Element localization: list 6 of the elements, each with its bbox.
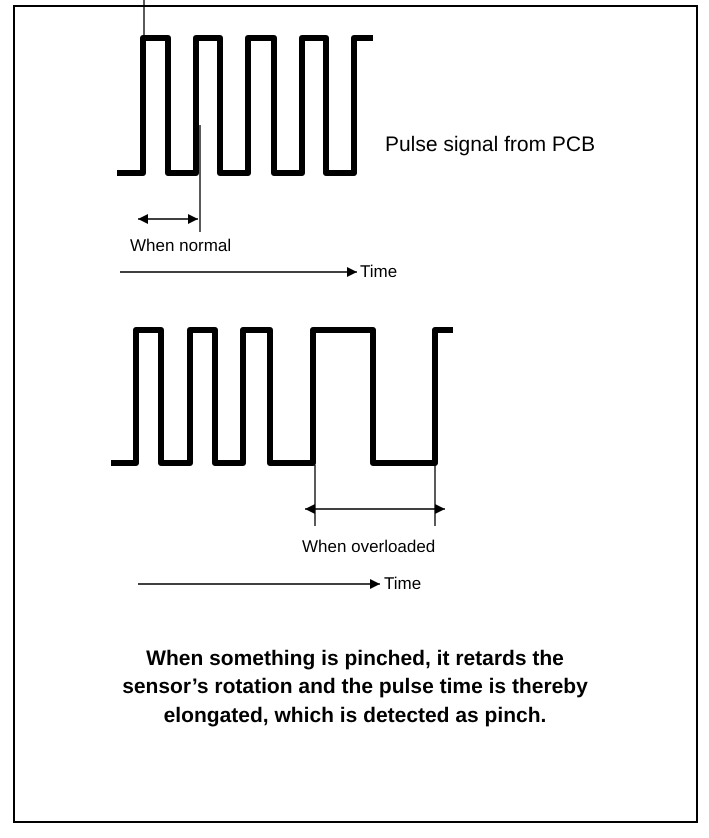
axis-label: Time <box>384 574 422 594</box>
period-label: When normal <box>130 236 232 256</box>
signal-label: Pulse signal from PCB <box>385 133 596 158</box>
explanation-text: When something is pinched, it retards the sensor’s rotation and the pulse time is thereby elongated, which is detected as pinch. <box>121 646 589 729</box>
period-label: When overloaded <box>302 537 436 557</box>
axis-label: Time <box>360 262 398 282</box>
